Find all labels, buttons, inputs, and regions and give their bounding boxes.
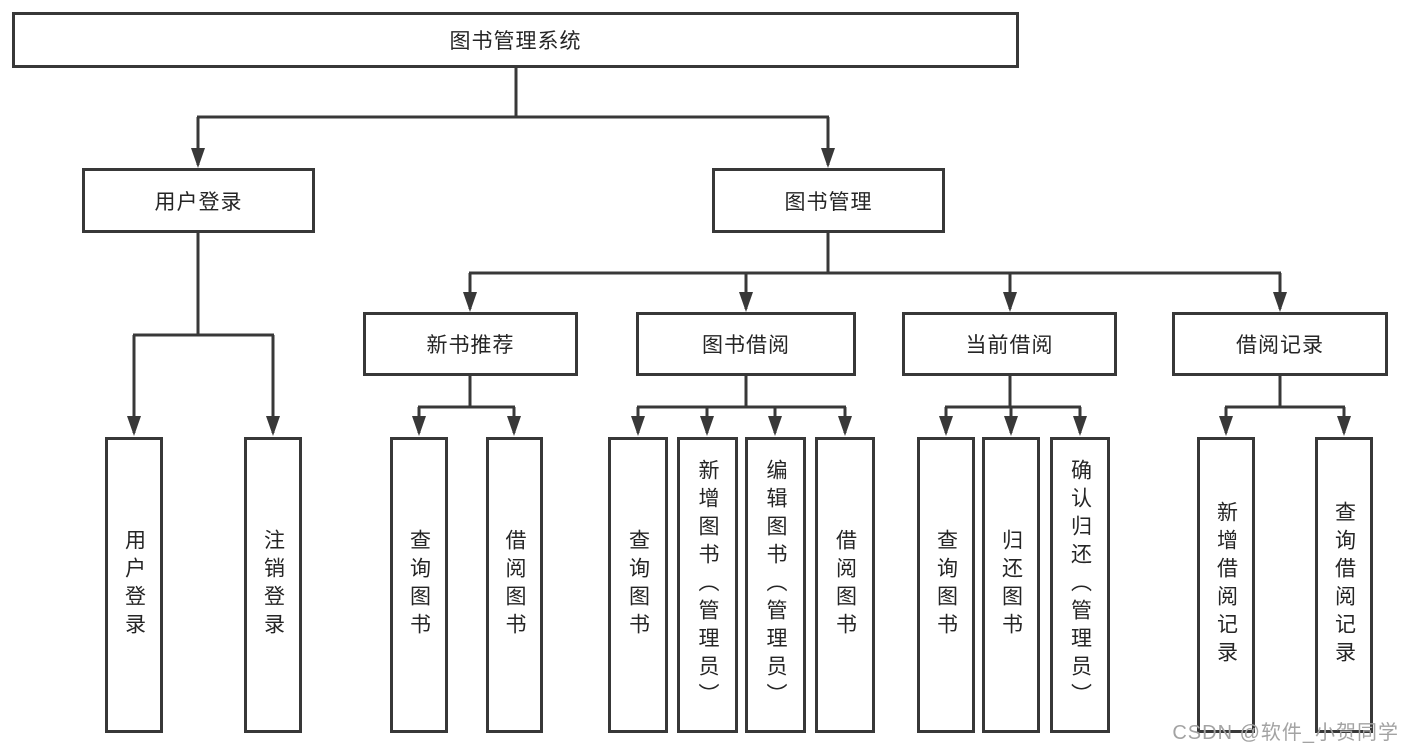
leaf-add-books-admin: 新增图书（管理员） bbox=[677, 437, 738, 733]
leaf-query-books-recommend: 查询图书 bbox=[390, 437, 448, 733]
csdn-watermark: CSDN @软件_小贺同学 bbox=[1172, 722, 1399, 744]
node-current-borrowing: 当前借阅 bbox=[902, 312, 1117, 376]
leaf-query-books-borrowing: 查询图书 bbox=[608, 437, 668, 733]
leaf-confirm-return-admin: 确认归还（管理员） bbox=[1050, 437, 1110, 733]
node-borrowing-records: 借阅记录 bbox=[1172, 312, 1388, 376]
node-library-system: 图书管理系统 bbox=[12, 12, 1019, 68]
leaf-return-books: 归还图书 bbox=[982, 437, 1040, 733]
leaf-borrow-books-recommend: 借阅图书 bbox=[486, 437, 543, 733]
leaf-logout: 注销登录 bbox=[244, 437, 302, 733]
node-book-borrowing: 图书借阅 bbox=[636, 312, 856, 376]
node-user-login: 用户登录 bbox=[82, 168, 315, 233]
node-new-book-recommend: 新书推荐 bbox=[363, 312, 578, 376]
leaf-add-borrow-record: 新增借阅记录 bbox=[1197, 437, 1255, 733]
leaf-borrow-books-borrowing: 借阅图书 bbox=[815, 437, 875, 733]
leaf-query-borrow-record: 查询借阅记录 bbox=[1315, 437, 1373, 733]
leaf-edit-books-admin: 编辑图书（管理员） bbox=[745, 437, 806, 733]
leaf-user-login: 用户登录 bbox=[105, 437, 163, 733]
leaf-query-books-current: 查询图书 bbox=[917, 437, 975, 733]
node-book-management: 图书管理 bbox=[712, 168, 945, 233]
